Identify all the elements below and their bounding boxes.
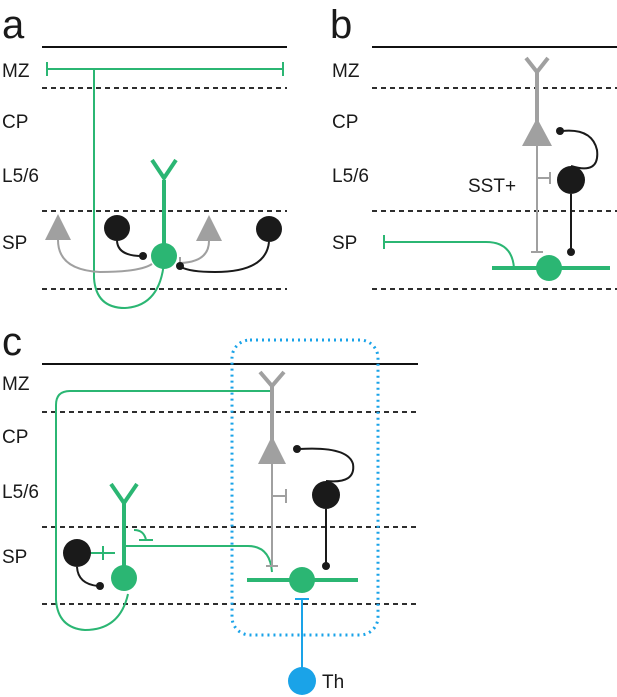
subplate-neuron	[150, 158, 178, 269]
thalamus-label: Th	[322, 672, 344, 693]
subplate-axon-left	[55, 384, 273, 632]
subplate-neuron-left	[109, 482, 139, 591]
layer-label-cp: CP	[2, 112, 28, 133]
sst-interneuron	[556, 127, 599, 256]
subplate-projection	[126, 529, 273, 573]
panel-a: a MZ CP L5/6 SP	[2, 3, 287, 310]
layer-label-l56: L5/6	[2, 482, 39, 503]
pyramidal-neuron	[258, 370, 287, 567]
subplate-neuron	[383, 235, 610, 281]
interneuron-left	[104, 215, 147, 260]
layer-label-sp: SP	[332, 233, 357, 254]
interneuron-right	[176, 216, 282, 274]
pyramidal-neuron-left	[45, 214, 153, 274]
interneuron-module	[293, 445, 355, 570]
thalamus-neuron	[288, 667, 316, 695]
panel-a-letter: a	[2, 3, 25, 47]
layer-label-mz: MZ	[332, 61, 360, 82]
sst-interneuron-label: SST+	[468, 176, 516, 197]
subplate-neuron-module	[247, 567, 358, 593]
layer-label-mz: MZ	[2, 374, 30, 395]
panel-c: c MZ CP L5/6 SP	[2, 320, 418, 695]
layer-label-sp: SP	[2, 233, 27, 254]
cortical-module-box	[230, 338, 380, 637]
layer-label-mz: MZ	[2, 61, 30, 82]
panel-b: b MZ CP L5/6 SP SST+	[330, 3, 617, 290]
layer-label-l56: L5/6	[332, 166, 369, 187]
layer-label-sp: SP	[2, 547, 27, 568]
thalamic-input	[288, 598, 316, 695]
interneuron-left	[63, 539, 115, 590]
pyramidal-neuron-right	[179, 215, 222, 269]
panel-c-letter: c	[2, 320, 22, 364]
layer-label-cp: CP	[2, 427, 28, 448]
pyramidal-neuron	[522, 56, 552, 253]
layer-label-cp: CP	[332, 112, 358, 133]
panel-b-letter: b	[330, 3, 352, 47]
layer-label-l56: L5/6	[2, 166, 39, 187]
subplate-axon	[46, 62, 284, 310]
